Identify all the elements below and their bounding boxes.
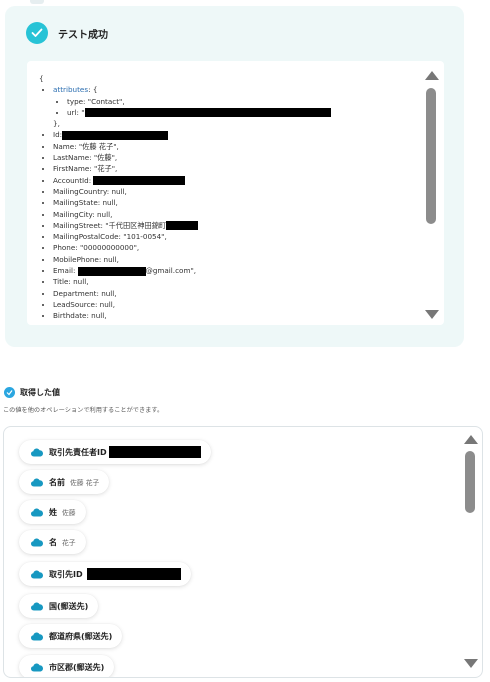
- salesforce-cloud-icon: [31, 478, 43, 486]
- json-attributes-key[interactable]: attributes: [53, 85, 89, 95]
- redacted-block: [62, 130, 169, 140]
- json-output-content: { attributes: { type: "Contact", url: " …: [27, 61, 424, 322]
- json-street-prefix: MailingStreet: "千代田区神田錦町: [53, 220, 167, 230]
- json-accountid-line: AccountId:: [53, 175, 424, 186]
- json-id-line: Id:: [53, 129, 424, 140]
- json-output-box[interactable]: { attributes: { type: "Contact", url: " …: [27, 61, 444, 325]
- json-mailingstreet-line: MailingStreet: "千代田区神田錦町: [53, 220, 424, 231]
- json-email-suffix: @gmail.com",: [145, 266, 197, 276]
- redacted-block: [86, 568, 181, 580]
- value-chip-label: 姓: [49, 507, 57, 517]
- scroll-up-arrow-icon[interactable]: [425, 71, 439, 80]
- value-chip-last-name[interactable]: 姓 佐藤: [19, 500, 86, 524]
- value-chip-label: 市区郡(郵送先): [49, 662, 105, 672]
- json-postalcode-line: MailingPostalCode: "101-0054",: [53, 231, 424, 242]
- json-department-line: Department: null,: [53, 288, 424, 299]
- value-chip-first-name[interactable]: 名 花子: [19, 530, 86, 554]
- json-open-brace: {: [39, 74, 44, 83]
- json-attributes-open: : {: [88, 85, 98, 95]
- value-chip-label: 取引先ID: [49, 569, 83, 579]
- values-section-header: 取得した値: [4, 387, 60, 398]
- json-field-list-2: Id: Name: "佐藤 花子", LastName: "佐藤", First…: [39, 129, 424, 321]
- salesforce-cloud-icon: [31, 448, 43, 456]
- value-chip-label: 国(郵送先): [49, 601, 89, 611]
- salesforce-cloud-icon: [31, 632, 43, 640]
- salesforce-cloud-icon: [31, 538, 43, 546]
- json-firstname-line: FirstName: "花子",: [53, 163, 424, 174]
- json-url-line: url: ": [67, 107, 424, 118]
- check-icon: [26, 22, 48, 44]
- value-chip-name[interactable]: 名前 佐藤 花子: [19, 470, 110, 494]
- top-tab-indicator: [30, 0, 44, 4]
- json-attributes-close: },: [53, 119, 60, 129]
- scroll-down-arrow-icon[interactable]: [425, 310, 439, 319]
- value-chip-label: 都道府県(郵送先): [49, 631, 113, 641]
- value-chip-mailing-state[interactable]: 都道府県(郵送先): [19, 624, 123, 648]
- json-mobilephone-line: MobilePhone: null,: [53, 254, 424, 265]
- salesforce-cloud-icon: [31, 508, 43, 516]
- value-chip-label: 取引先責任者ID: [49, 447, 107, 457]
- json-lastname-line: LastName: "佐藤",: [53, 152, 424, 163]
- salesforce-cloud-icon: [31, 663, 43, 671]
- redacted-block: [77, 266, 146, 276]
- json-scrollbar-thumb[interactable]: [426, 88, 436, 224]
- value-chip-value: 佐藤 花子: [70, 479, 100, 487]
- value-chip-value: 花子: [62, 539, 76, 547]
- json-attributes-list: type: "Contact", url: ": [53, 96, 424, 119]
- redacted-block: [84, 108, 331, 118]
- json-email-line: Email: @gmail.com",: [53, 265, 424, 276]
- json-url-prefix: url: ": [67, 107, 85, 117]
- scroll-down-arrow-icon[interactable]: [464, 659, 478, 668]
- redacted-block: [108, 446, 201, 458]
- json-attributes-item: attributes: { type: "Contact", url: ": [53, 84, 424, 118]
- values-list-box[interactable]: 取引先責任者ID 名前 佐藤 花子 姓 佐藤 名 花子 取引先ID 国(郵送先)…: [3, 426, 483, 678]
- json-id-prefix: Id:: [53, 130, 63, 140]
- json-name-line: Name: "佐藤 花子",: [53, 141, 424, 152]
- salesforce-cloud-icon: [31, 570, 43, 578]
- json-birthdate-line: Birthdate: null,: [53, 310, 424, 321]
- values-scrollbar-thumb[interactable]: [465, 451, 475, 513]
- value-chip-mailing-city[interactable]: 市区郡(郵送先): [19, 655, 115, 677]
- redacted-block: [93, 176, 186, 186]
- json-field-list: attributes: { type: "Contact", url: ": [39, 84, 424, 118]
- value-chip-label: 名前: [49, 477, 65, 487]
- values-badge-icon: [4, 387, 15, 398]
- value-chip-value: 佐藤: [62, 509, 76, 517]
- value-chip-label: 名: [49, 537, 57, 547]
- test-success-title: テスト成功: [58, 29, 108, 41]
- salesforce-cloud-icon: [31, 602, 43, 610]
- json-mailingcountry-line: MailingCountry: null,: [53, 186, 424, 197]
- redacted-block: [166, 221, 199, 231]
- json-mailingstate-line: MailingState: null,: [53, 197, 424, 208]
- json-leadsource-line: LeadSource: null,: [53, 299, 424, 310]
- json-mailingcity-line: MailingCity: null,: [53, 209, 424, 220]
- value-chip-mailing-country[interactable]: 国(郵送先): [19, 594, 99, 618]
- scroll-up-arrow-icon[interactable]: [464, 435, 478, 444]
- test-success-header: テスト成功: [26, 22, 108, 44]
- values-section-title: 取得した値: [20, 388, 60, 397]
- json-title-line: Title: null,: [53, 276, 424, 287]
- values-section-note: この値を他のオペレーションで利用することができます。: [3, 407, 164, 414]
- test-result-panel: テスト成功 { attributes: { type: "Contact", u…: [5, 6, 464, 347]
- json-phone-line: Phone: "00000000000",: [53, 242, 424, 253]
- json-type-line: type: "Contact",: [67, 96, 424, 107]
- json-accountid-prefix: AccountId:: [53, 175, 94, 185]
- json-email-prefix: Email:: [53, 266, 78, 276]
- value-chip-contact-id[interactable]: 取引先責任者ID: [19, 440, 211, 464]
- value-chip-account-id[interactable]: 取引先ID: [19, 562, 191, 586]
